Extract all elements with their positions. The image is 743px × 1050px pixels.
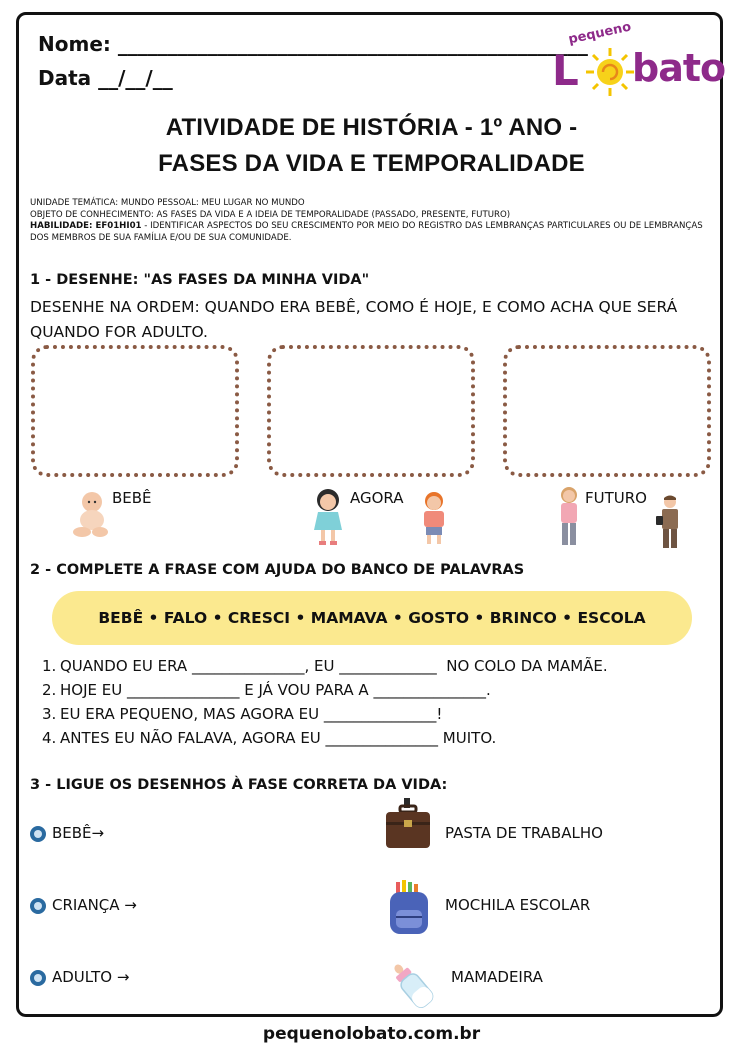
woman-icon bbox=[561, 487, 577, 545]
radio-adult[interactable] bbox=[30, 970, 46, 986]
radio-child[interactable] bbox=[30, 898, 46, 914]
meta-object: OBJETO DE CONHECIMENTO: AS FASES DA VIDA… bbox=[30, 209, 511, 220]
girl-icon bbox=[314, 489, 342, 545]
meta-unit: UNIDADE TEMÁTICA: MUNDO PESSOAL: MEU LUG… bbox=[30, 198, 305, 208]
label-baby: BEBÊ bbox=[112, 489, 152, 507]
name-field[interactable]: Nome: __________________________________… bbox=[38, 32, 588, 56]
match-left-baby: BEBÊ→ bbox=[52, 824, 105, 842]
meta-skill-text: - IDENTIFICAR ASPECTOS DO SEU CRESCIMENT… bbox=[30, 221, 703, 243]
baby-icon bbox=[73, 492, 108, 537]
briefcase-icon bbox=[386, 798, 430, 848]
label-future: FUTURO bbox=[585, 489, 647, 507]
section1-heading: 1 - DESENHE: "AS FASES DA MINHA VIDA" bbox=[30, 272, 370, 288]
meta-skill-label: HABILIDADE: EF01HI01 bbox=[30, 221, 142, 231]
man-icon bbox=[656, 495, 678, 548]
logo: pequeno L bato bbox=[548, 20, 726, 102]
sentence-1[interactable]: 1.QUANDO EU ERA _______________, EU ____… bbox=[42, 657, 608, 675]
sentence-number: 2. bbox=[42, 681, 57, 699]
draw-box-future[interactable] bbox=[503, 345, 711, 477]
match-left-adult: ADULTO → bbox=[52, 968, 130, 986]
sentence-text: HOJE EU _______________ E JÁ VOU PARA A … bbox=[60, 681, 491, 699]
draw-box-now[interactable] bbox=[267, 345, 475, 477]
sentence-number: 1. bbox=[42, 657, 57, 675]
sentence-4[interactable]: 4.ANTES EU NÃO FALAVA, AGORA EU ________… bbox=[42, 729, 496, 747]
radio-baby[interactable] bbox=[30, 826, 46, 842]
match-right-briefcase: PASTA DE TRABALHO bbox=[445, 824, 603, 842]
backpack-icon bbox=[390, 880, 428, 934]
section3-heading: 3 - LIGUE OS DESENHOS À FASE CORRETA DA … bbox=[30, 777, 448, 793]
meta-skill: HABILIDADE: EF01HI01 - IDENTIFICAR ASPEC… bbox=[30, 221, 720, 244]
sentence-2[interactable]: 2.HOJE EU _______________ E JÁ VOU PARA … bbox=[42, 681, 491, 699]
logo-text-L: L bbox=[552, 46, 579, 95]
baby-bottle-icon bbox=[394, 964, 434, 1008]
boy-icon bbox=[424, 492, 444, 544]
word-bank: BEBÊ • FALO • CRESCI • MAMAVA • GOSTO • … bbox=[52, 591, 692, 645]
sentence-text: ANTES EU NÃO FALAVA, AGORA EU __________… bbox=[60, 729, 497, 747]
page-title-line1: ATIVIDADE DE HISTÓRIA - 1º ANO - bbox=[165, 114, 578, 141]
section2-heading: 2 - COMPLETE A FRASE COM AJUDA DO BANCO … bbox=[30, 562, 525, 578]
logo-text-bato: bato bbox=[632, 46, 726, 90]
logo-small-text: pequeno bbox=[567, 19, 633, 48]
sentence-text: QUANDO EU ERA _______________, EU ______… bbox=[60, 657, 608, 675]
draw-box-baby[interactable] bbox=[31, 345, 239, 477]
page-border bbox=[16, 12, 723, 1017]
date-field[interactable]: Data __/__/__ bbox=[38, 66, 173, 90]
word-bank-text: BEBÊ • FALO • CRESCI • MAMAVA • GOSTO • … bbox=[98, 609, 646, 627]
sentence-number: 3. bbox=[42, 705, 57, 723]
section1-instruction: DESENHE NA ORDEM: QUANDO ERA BEBÊ, COMO … bbox=[30, 298, 678, 341]
sentence-number: 4. bbox=[42, 729, 57, 747]
match-right-backpack: MOCHILA ESCOLAR bbox=[445, 896, 591, 914]
page-title-line2: FASES DA VIDA E TEMPORALIDADE bbox=[158, 150, 585, 177]
sentence-3[interactable]: 3.EU ERA PEQUENO, MAS AGORA EU _________… bbox=[42, 705, 442, 723]
sun-icon bbox=[586, 48, 634, 96]
footer-url[interactable]: pequenolobato.com.br bbox=[262, 1024, 481, 1044]
label-now: AGORA bbox=[350, 489, 404, 507]
sentence-text: EU ERA PEQUENO, MAS AGORA EU ___________… bbox=[60, 705, 443, 723]
meta-block: UNIDADE TEMÁTICA: MUNDO PESSOAL: MEU LUG… bbox=[30, 198, 720, 244]
match-left-child: CRIANÇA → bbox=[52, 896, 137, 914]
match-right-bottle: MAMADEIRA bbox=[451, 968, 543, 986]
